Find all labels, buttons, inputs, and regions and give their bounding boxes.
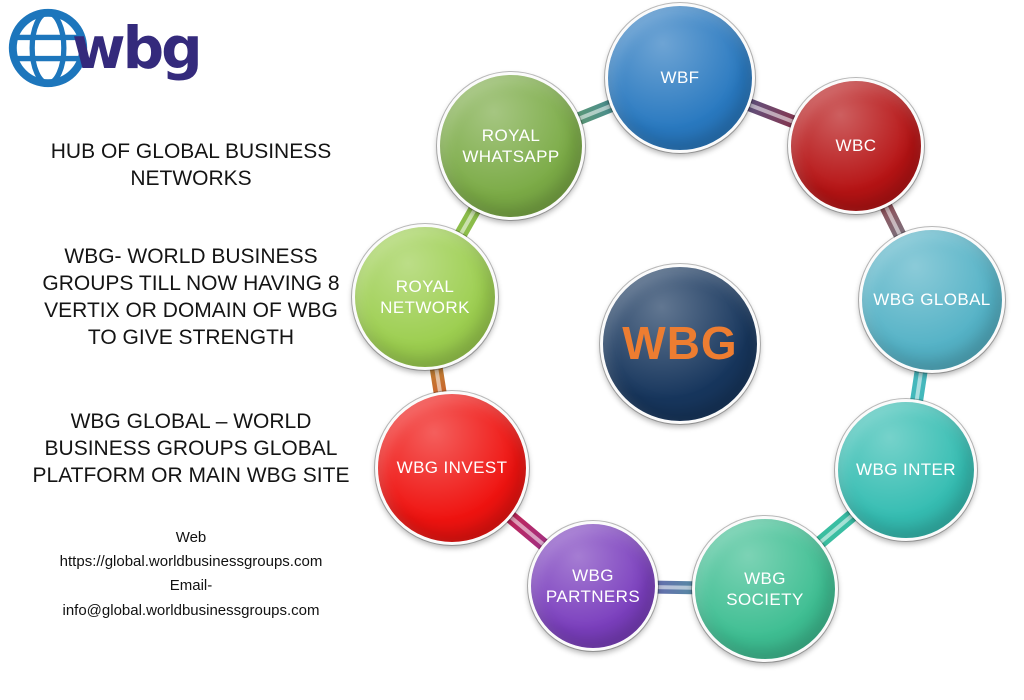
node-label-wbg-partners: WBG PARTNERS xyxy=(545,565,641,606)
paragraph-wbg-global: WBG GLOBAL – WORLD BUSINESS GROUPS GLOBA… xyxy=(32,409,350,488)
diagram-node-wbg-invest: WBG INVEST xyxy=(375,391,529,545)
diagram-node-royal-network: ROYAL NETWORK xyxy=(352,224,498,370)
logo-wordmark: wbg xyxy=(72,14,203,82)
web-url: https://global.worldbusinessgroups.com xyxy=(59,552,323,570)
paragraph-wbg-description: WBG- WORLD BUSINESS GROUPS TILL NOW HAVI… xyxy=(42,244,340,350)
diagram-node-royal-whatsapp: ROYAL WHATSAPP xyxy=(437,72,585,220)
globe-icon xyxy=(8,8,88,88)
email-address: info@global.worldbusinessgroups.com xyxy=(62,601,320,619)
contact-block: Web https://global.worldbusinessgroups.c… xyxy=(0,526,382,623)
diagram-node-wbf: WBF xyxy=(605,3,755,153)
diagram-node-wbg-society: WBG SOCIETY xyxy=(692,516,838,662)
node-label-wbg-inter: WBG INTER xyxy=(856,460,956,480)
node-label-wbg-society: WBG SOCIETY xyxy=(726,568,804,609)
diagram-node-wbg-partners: WBG PARTNERS xyxy=(528,521,658,651)
node-label-wbg: WBG xyxy=(622,317,738,370)
wbg-logo: wbg xyxy=(4,0,203,96)
node-label-wbc: WBC xyxy=(835,136,877,156)
web-label: Web xyxy=(175,528,207,546)
diagram-node-wbg-inter: WBG INTER xyxy=(835,399,977,541)
node-label-royal-network: ROYAL NETWORK xyxy=(380,276,470,317)
diagram-center-node-wbg: WBG xyxy=(600,264,760,424)
left-text-panel: HUB OF GLOBAL BUSINESS NETWORKS WBG- WOR… xyxy=(0,138,382,623)
node-label-wbf: WBF xyxy=(660,68,700,88)
node-label-wbg-global: WBG GLOBAL xyxy=(873,290,991,310)
email-label: Email- xyxy=(169,577,213,595)
node-label-wbg-invest: WBG INVEST xyxy=(396,458,508,478)
node-label-royal-whatsapp: ROYAL WHATSAPP xyxy=(462,125,560,166)
diagram-node-wbg-global: WBG GLOBAL xyxy=(859,227,1005,373)
diagram-node-wbc: WBC xyxy=(788,78,924,214)
heading-hub-of-global-business: HUB OF GLOBAL BUSINESS NETWORKS xyxy=(50,140,332,191)
